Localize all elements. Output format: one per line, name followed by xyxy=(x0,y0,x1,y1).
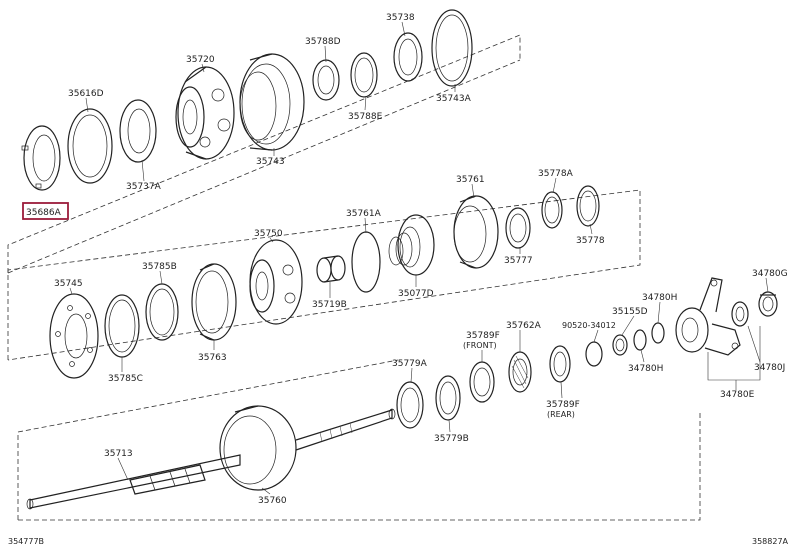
leader-lines xyxy=(69,21,769,495)
label-34780h-bottom[interactable]: 34780H xyxy=(628,364,663,374)
part-34780e-assembly[interactable] xyxy=(675,277,741,356)
label-35763[interactable]: 35763 xyxy=(198,353,227,363)
part-34780h-bottom-ring[interactable] xyxy=(633,329,647,351)
label-35738[interactable]: 35738 xyxy=(386,13,415,23)
label-35719b[interactable]: 35719B xyxy=(312,300,347,310)
label-35616d[interactable]: 35616D xyxy=(68,89,104,99)
label-34780e[interactable]: 34780E xyxy=(720,390,755,400)
label-34780g[interactable]: 34780G xyxy=(752,269,788,279)
part-34780h-top-ring[interactable] xyxy=(651,322,665,344)
part-35779b-ring[interactable] xyxy=(435,375,461,421)
label-35789f-front[interactable]: 35789F xyxy=(466,331,500,341)
part-35750-carrier[interactable] xyxy=(249,239,303,325)
part-labels: 35738 35788D 35720 35616D 35788E 35743A … xyxy=(8,13,789,546)
part-35760-drum-shaft[interactable] xyxy=(219,405,396,491)
label-35745[interactable]: 35745 xyxy=(54,279,83,289)
part-35737a-washer[interactable] xyxy=(119,99,157,163)
label-35737a[interactable]: 35737A xyxy=(126,182,162,192)
label-35788e[interactable]: 35788E xyxy=(348,112,383,122)
label-35785c[interactable]: 35785C xyxy=(108,374,143,384)
part-34780g-cap[interactable] xyxy=(758,291,778,317)
label-35743a[interactable]: 35743A xyxy=(436,94,472,104)
part-35155d-bushing[interactable] xyxy=(612,334,628,356)
figure-id-left: 354777B xyxy=(8,537,44,546)
part-35761a-snap-ring[interactable] xyxy=(351,231,381,293)
label-35789f-rear[interactable]: 35789F xyxy=(546,400,580,410)
part-35778a-ring[interactable] xyxy=(541,191,563,229)
part-35719b-bearing[interactable] xyxy=(316,255,346,283)
part-35616d-ring[interactable] xyxy=(67,108,113,184)
part-35785c-ring[interactable] xyxy=(104,294,140,358)
label-35778a[interactable]: 35778A xyxy=(538,169,574,179)
label-35779b[interactable]: 35779B xyxy=(434,434,469,444)
label-rear-note: (REAR) xyxy=(547,410,575,419)
part-35686a-washer[interactable] xyxy=(21,125,61,191)
part-35738-snap-ring[interactable] xyxy=(393,32,423,82)
part-35743-ring-gear[interactable] xyxy=(239,53,305,151)
label-35760[interactable]: 35760 xyxy=(258,496,287,506)
part-35785b-ring[interactable] xyxy=(145,283,179,341)
part-35745-plate[interactable] xyxy=(49,293,99,379)
part-35743a-ring[interactable] xyxy=(431,9,473,87)
part-35720-carrier[interactable] xyxy=(175,66,235,160)
highlight-box xyxy=(22,202,69,220)
part-35789f-front-ring[interactable] xyxy=(469,361,495,403)
label-35686a[interactable]: 35686A xyxy=(26,208,62,218)
label-90520-34012[interactable]: 90520-34012 xyxy=(562,321,616,330)
label-35743[interactable]: 35743 xyxy=(256,157,285,167)
label-35785b[interactable]: 35785B xyxy=(142,262,177,272)
label-35761a[interactable]: 35761A xyxy=(346,209,382,219)
part-35788d-ring[interactable] xyxy=(312,59,340,101)
label-35750[interactable]: 35750 xyxy=(254,229,283,239)
part-35788e-ring[interactable] xyxy=(350,52,378,98)
part-34780j-ring[interactable] xyxy=(731,301,749,327)
label-35778[interactable]: 35778 xyxy=(576,236,605,246)
label-35777[interactable]: 35777 xyxy=(504,256,533,266)
label-34780j[interactable]: 34780J xyxy=(754,363,785,373)
part-35779a-ring[interactable] xyxy=(396,381,424,429)
part-35761-drum[interactable] xyxy=(453,195,499,269)
label-35761[interactable]: 35761 xyxy=(456,175,485,185)
part-90520-ring[interactable] xyxy=(585,341,603,367)
part-35713-shaft[interactable] xyxy=(26,454,241,510)
label-35077d[interactable]: 35077D xyxy=(398,289,434,299)
label-35762a[interactable]: 35762A xyxy=(506,321,542,331)
label-35720[interactable]: 35720 xyxy=(186,55,215,65)
label-35155d[interactable]: 35155D xyxy=(612,307,648,317)
part-35763-ring-gear[interactable] xyxy=(191,263,237,341)
part-35077d-hub[interactable] xyxy=(388,214,435,276)
label-front-note: (FRONT) xyxy=(463,341,497,350)
part-35777-ring[interactable] xyxy=(505,207,531,249)
part-35789f-rear-ring[interactable] xyxy=(549,345,571,383)
part-35778-ring[interactable] xyxy=(576,185,600,227)
label-34780h-top[interactable]: 34780H xyxy=(642,293,677,303)
part-35762a-bearing[interactable] xyxy=(508,351,532,393)
figure-id-right: 358827A xyxy=(752,537,789,546)
label-35779a[interactable]: 35779A xyxy=(392,359,428,369)
label-35788d[interactable]: 35788D xyxy=(305,37,341,47)
assembly-boundary xyxy=(7,34,701,521)
label-35713[interactable]: 35713 xyxy=(104,449,133,459)
